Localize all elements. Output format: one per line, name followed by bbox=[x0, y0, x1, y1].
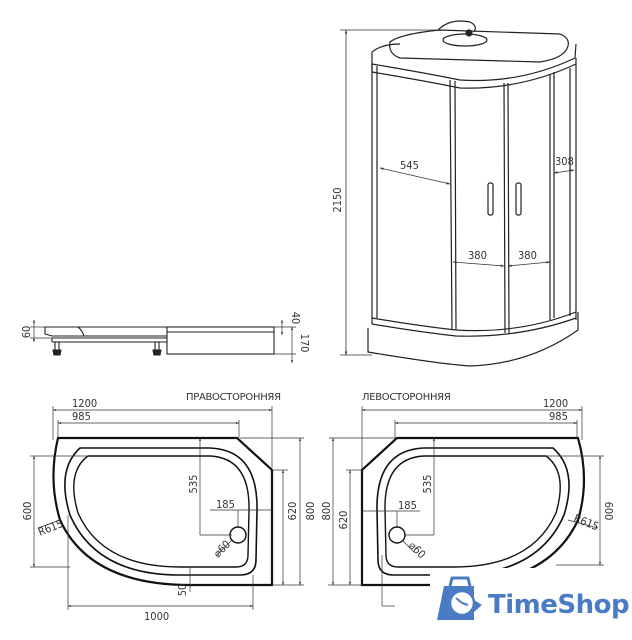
tray-right-plan bbox=[52, 436, 274, 587]
tray-left-left-height: 620 bbox=[337, 511, 350, 530]
cabin-perspective-view bbox=[367, 20, 579, 367]
tray-right-rim-offset: 50 bbox=[176, 584, 189, 597]
tray-left-drain-from-side: 185 bbox=[398, 499, 417, 512]
back-depth-label: 308 bbox=[555, 155, 574, 168]
tray-right-radius: R615 bbox=[36, 517, 65, 539]
tray-left-drain-diameter: ⌀60 bbox=[406, 539, 428, 561]
tray-left-radius: R615 bbox=[572, 512, 601, 534]
side-panel-width-label: 545 bbox=[400, 159, 419, 172]
tray-left-dimensions bbox=[328, 406, 604, 607]
tray-height-label: 60 bbox=[20, 326, 33, 339]
tray-left-right-height: 600 bbox=[602, 502, 615, 521]
tray-side-view bbox=[44, 326, 275, 356]
tray-right-right-height: 620 bbox=[286, 502, 299, 521]
tray-side-dimensions bbox=[30, 319, 296, 364]
tray-right-drain-from-side: 185 bbox=[216, 498, 235, 511]
tray-right-drain-diameter: ⌀60 bbox=[211, 538, 233, 560]
tray-left-title: ЛЕВОСТОРОННЯЯ bbox=[362, 392, 450, 403]
tray-left-straight-width: 985 bbox=[549, 410, 568, 423]
tray-left-total-depth: 800 bbox=[320, 502, 333, 521]
tray-right-dimensions bbox=[30, 406, 304, 610]
door-left-width-label: 380 bbox=[468, 249, 487, 262]
brand-name: TimeShop bbox=[488, 590, 629, 620]
cabin-dimensions bbox=[340, 29, 575, 356]
tray-right-straight-width: 985 bbox=[72, 410, 91, 423]
tray-left-total-width: 1200 bbox=[543, 397, 568, 410]
tray-right-total-width: 1200 bbox=[72, 397, 97, 410]
door-right-width-label: 380 bbox=[518, 249, 537, 262]
cabin-height-label: 2150 bbox=[331, 187, 344, 212]
timeshop-logo: TimeShop bbox=[437, 576, 630, 620]
tray-right-title: ПРАВОСТОРОННЯЯ bbox=[186, 392, 281, 403]
tray-right-inner-width: 1000 bbox=[144, 610, 169, 623]
apron-height-label: 170 bbox=[298, 334, 311, 353]
tray-right-drain-from-back: 535 bbox=[187, 475, 200, 494]
tray-left-plan bbox=[360, 436, 586, 587]
tray-top-offset-label: 40 bbox=[289, 312, 302, 325]
tray-left-drain-from-back: 535 bbox=[421, 475, 434, 494]
tray-right-total-depth: 800 bbox=[304, 502, 317, 521]
tray-right-left-height: 600 bbox=[21, 502, 34, 521]
briefcase-clock-icon bbox=[437, 576, 482, 620]
